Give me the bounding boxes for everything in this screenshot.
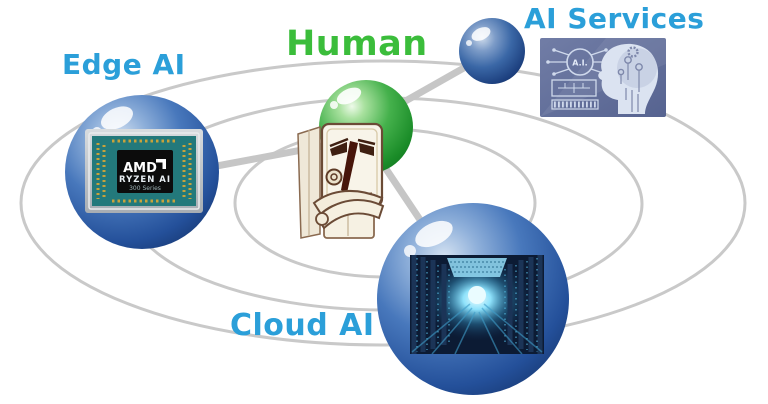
ai-circle-text: A.I. (572, 59, 587, 68)
floor-streaks (411, 303, 543, 354)
human-node (297, 80, 413, 239)
chip-series-text: 300 Series (129, 185, 161, 192)
edge-ai-node: AMD RYZEN AI 300 Series (65, 95, 219, 249)
brain-circuits (617, 46, 643, 112)
label-ai-services: AI Services (524, 2, 705, 35)
ai-services-node: A.I. (459, 18, 666, 117)
sphere-highlight-dot (404, 245, 416, 257)
label-human: Human (286, 24, 428, 64)
rack-lights (416, 258, 538, 352)
chip-brand-text: AMD (123, 161, 157, 176)
orbit-ring-outer (19, 59, 747, 347)
label-edge-ai: Edge AI (62, 48, 186, 81)
sphere-highlight (336, 87, 362, 105)
amd-arrow-icon (156, 159, 166, 169)
ai-services-sphere (459, 18, 525, 84)
label-cloud-ai: Cloud AI (230, 308, 375, 343)
ai-services-image: A.I. (540, 38, 666, 117)
sphere-highlight (415, 220, 453, 248)
sphere-highlight-dot (330, 101, 338, 109)
amd-chip-image: AMD RYZEN AI 300 Series (85, 129, 203, 213)
sphere-highlight (101, 106, 133, 130)
sphere-highlight-dot (466, 40, 472, 46)
chip-product-text: RYZEN AI (119, 175, 171, 185)
cloud-ai-node (377, 203, 569, 395)
sphere-highlight (471, 27, 491, 41)
datacenter-image (410, 255, 544, 354)
robot-figure-image (297, 122, 385, 239)
chip-pins (96, 139, 192, 203)
